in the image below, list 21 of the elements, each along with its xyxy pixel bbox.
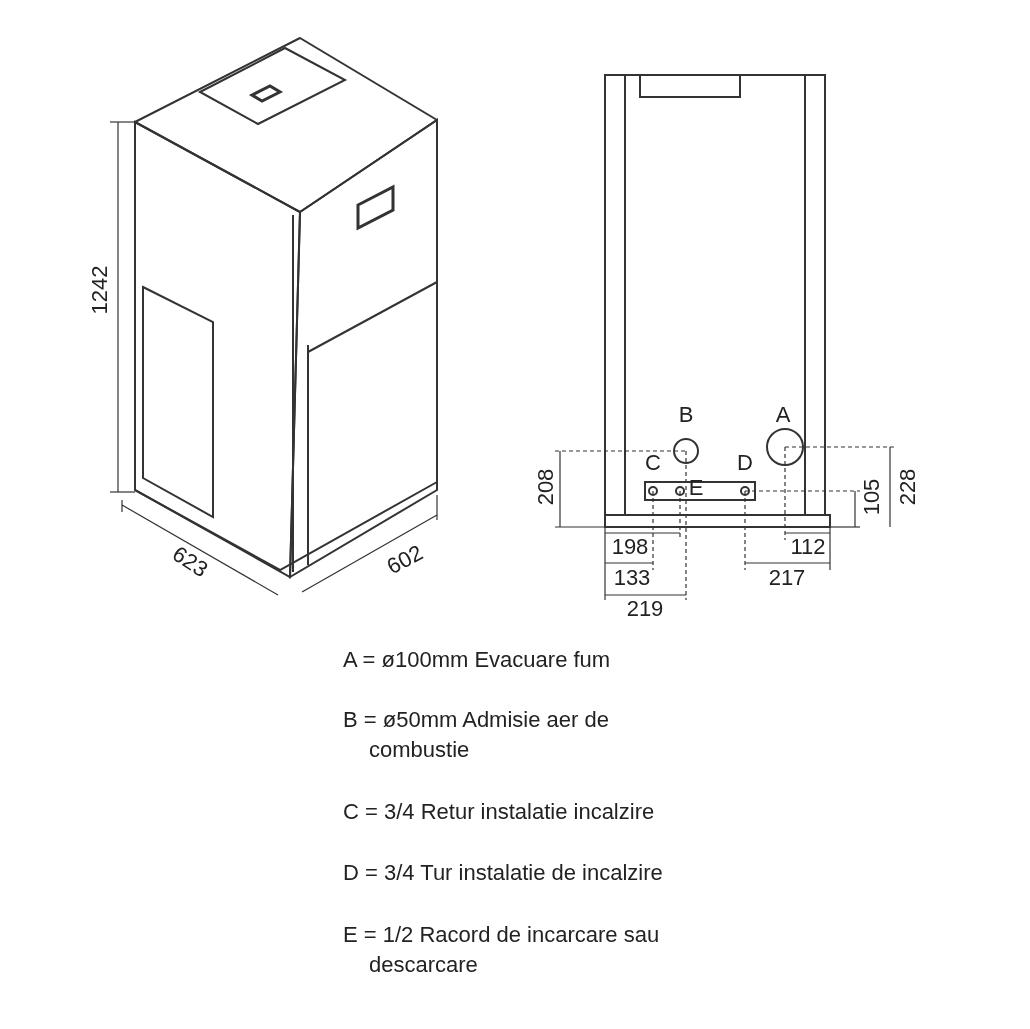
dimension-label: 133 [613,566,651,590]
dimension-label: 105 [860,478,884,516]
legend-text: E = 1/2 Racord de incarcare sau descarcare [343,921,661,979]
dimension-label: 217 [768,566,806,590]
legend-text: D = 3/4 Tur instalatie de incalzire [343,859,664,887]
callout-letter: E [688,476,704,500]
dimension-label: 112 [790,535,826,559]
callout-letter: A [775,403,791,427]
dimension-label: 623 [168,541,212,583]
callout-letter: C [645,451,661,475]
dimension-label: 1242 [88,265,112,315]
dimension-label: 198 [611,535,649,559]
legend-text: B = ø50mm Admisie aer de combustie [343,706,610,764]
dimension-label: 228 [896,468,920,506]
callout-letter: D [737,451,753,475]
dimension-label: 208 [534,468,558,506]
legend-text: A = ø100mm Evacuare fum [343,646,612,674]
dimension-label: 219 [626,597,664,621]
legend-text: C = 3/4 Retur instalatie incalzire [343,798,656,826]
callout-letter: B [678,403,694,427]
dimension-label: 602 [383,540,427,580]
